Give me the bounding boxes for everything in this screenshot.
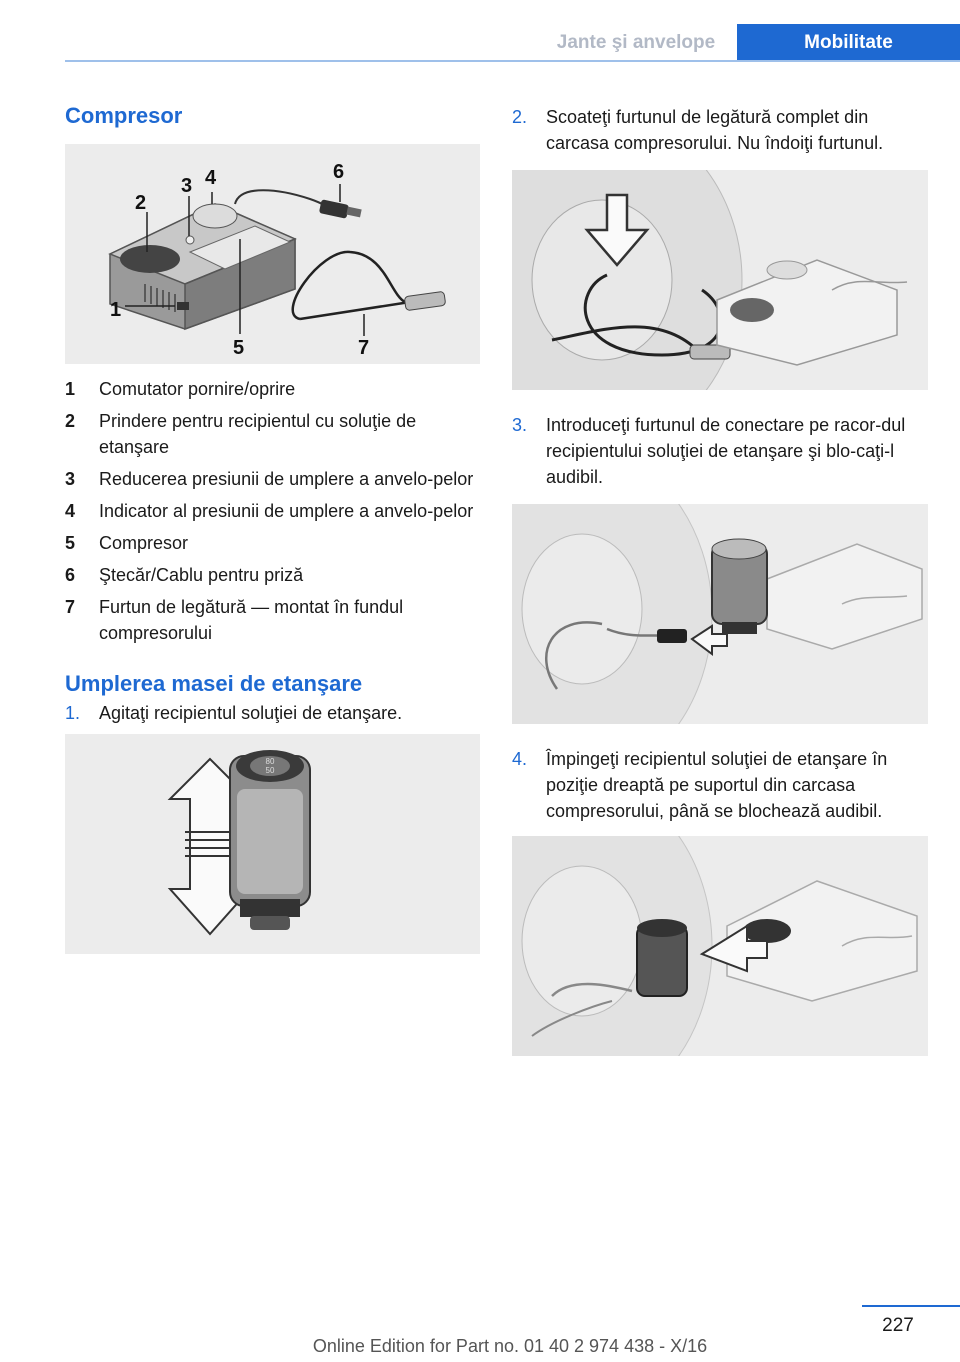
header-tab-section[interactable]: Jante şi anvelope <box>556 32 716 53</box>
bottle-label-top: 80 <box>266 757 275 766</box>
callout-3: 3 <box>181 175 192 197</box>
left-column: Compresor <box>65 100 480 954</box>
hose-removal-figure <box>512 170 928 390</box>
bottle-insert-figure <box>512 836 928 1056</box>
right-column: 2.Scoateţi furtunul de legătură complet … <box>512 100 928 1056</box>
hose-connect-illustration <box>512 504 923 724</box>
step-list-right-2: 3.Introduceţi furtunul de conectare pe r… <box>512 412 928 490</box>
step-list-right-1: 2.Scoateţi furtunul de legătură complet … <box>512 104 928 156</box>
page-number: 227 <box>882 1315 914 1336</box>
shake-bottle-figure: 80 50 <box>65 734 480 954</box>
step-item: 4.Împingeţi recipientul soluţiei de etan… <box>512 749 888 821</box>
hose-connect-figure <box>512 504 928 724</box>
callout-2: 2 <box>135 192 146 214</box>
compressor-illustration: 1 2 3 4 5 6 7 <box>108 161 446 359</box>
shake-bottle-illustration: 80 50 <box>167 750 311 936</box>
callout-1: 1 <box>110 299 121 321</box>
bottle-insert-illustration <box>512 836 918 1056</box>
step-list-left: 1.Agitaţi recipientul soluţiei de etanşa… <box>65 700 480 726</box>
step-item: 3.Introduceţi furtunul de conectare pe r… <box>512 415 906 487</box>
bottle-label-bottom: 50 <box>266 766 275 775</box>
subsection-title: Umplerea masei de etanşare <box>65 671 363 696</box>
footer-rule <box>862 1305 960 1307</box>
step-list-right-3: 4.Împingeţi recipientul soluţiei de etan… <box>512 746 928 824</box>
header-tab-chapter[interactable]: Mobilitate <box>737 24 960 62</box>
callout-7: 7 <box>358 337 369 359</box>
compressor-figure: 1 2 3 4 5 6 7 <box>65 144 480 364</box>
callout-5: 5 <box>233 337 244 359</box>
section-title: Compresor <box>65 103 183 128</box>
page-header: Jante şi anvelope Mobilitate <box>0 0 960 62</box>
edition-note: Online Edition for Part no. 01 40 2 974 … <box>312 1336 708 1356</box>
callout-4: 4 <box>205 167 217 189</box>
hose-removal-illustration <box>512 170 908 390</box>
step-item: 1.Agitaţi recipientul soluţiei de etanşa… <box>65 703 403 723</box>
callout-6: 6 <box>333 161 344 183</box>
step-item: 2.Scoateţi furtunul de legătură complet … <box>512 107 884 153</box>
header-rule <box>65 60 960 62</box>
